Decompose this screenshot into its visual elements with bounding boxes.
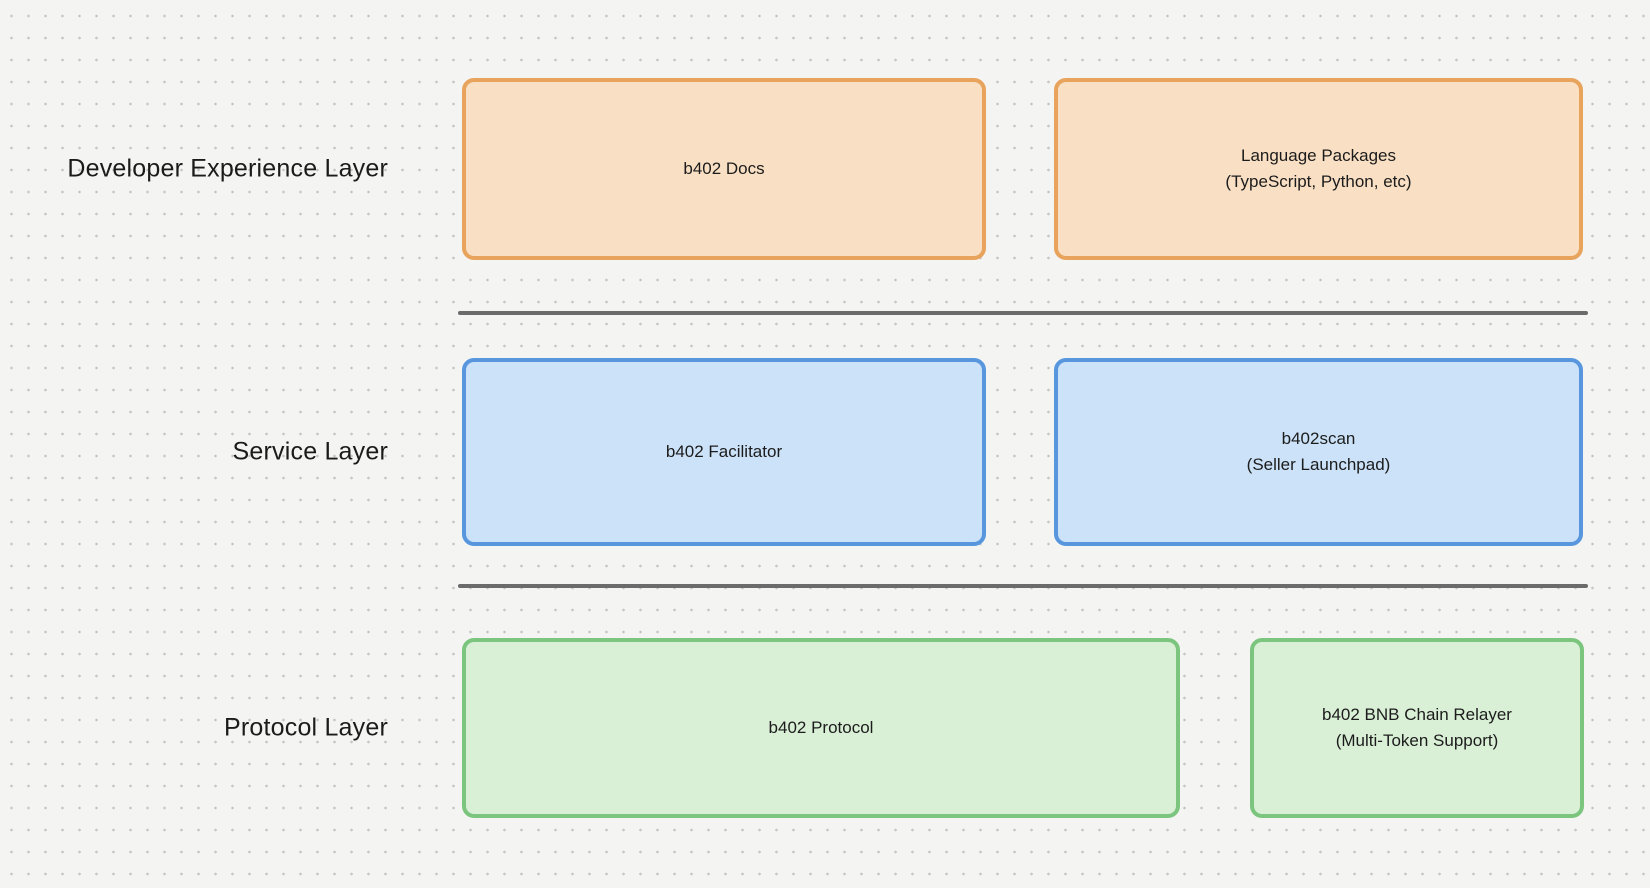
layer-divider-1[interactable] <box>458 311 1588 315</box>
layer-divider-2[interactable] <box>458 584 1588 588</box>
node-text-line: b402 Facilitator <box>665 442 783 461</box>
node-text-line: (Multi-Token Support) <box>1335 731 1499 750</box>
node-text-line: (Seller Launchpad) <box>1246 455 1391 474</box>
node-text-line: b402 BNB Chain Relayer <box>1322 705 1512 724</box>
node-text-line: b402 Protocol <box>768 718 874 737</box>
node-text-line: b402scan <box>1281 429 1356 448</box>
node-b402scan[interactable]: b402scan (Seller Launchpad) <box>1054 358 1583 546</box>
node-text-line: Language Packages <box>1240 146 1397 165</box>
node-text-line: b402 Docs <box>683 159 765 178</box>
node-text-line: (TypeScript, Python, etc) <box>1225 172 1412 191</box>
node-language-packages[interactable]: Language Packages (TypeScript, Python, e… <box>1054 78 1583 260</box>
node-b402-docs[interactable]: b402 Docs <box>462 78 986 260</box>
layer-label-protocol[interactable]: Protocol Layer <box>224 713 388 742</box>
node-b402-bnb-chain-relayer[interactable]: b402 BNB Chain Relayer (Multi-Token Supp… <box>1250 638 1584 818</box>
layer-label-service[interactable]: Service Layer <box>232 437 388 466</box>
layer-label-developer-experience[interactable]: Developer Experience Layer <box>67 154 388 183</box>
node-b402-facilitator[interactable]: b402 Facilitator <box>462 358 986 546</box>
node-b402-protocol[interactable]: b402 Protocol <box>462 638 1180 818</box>
